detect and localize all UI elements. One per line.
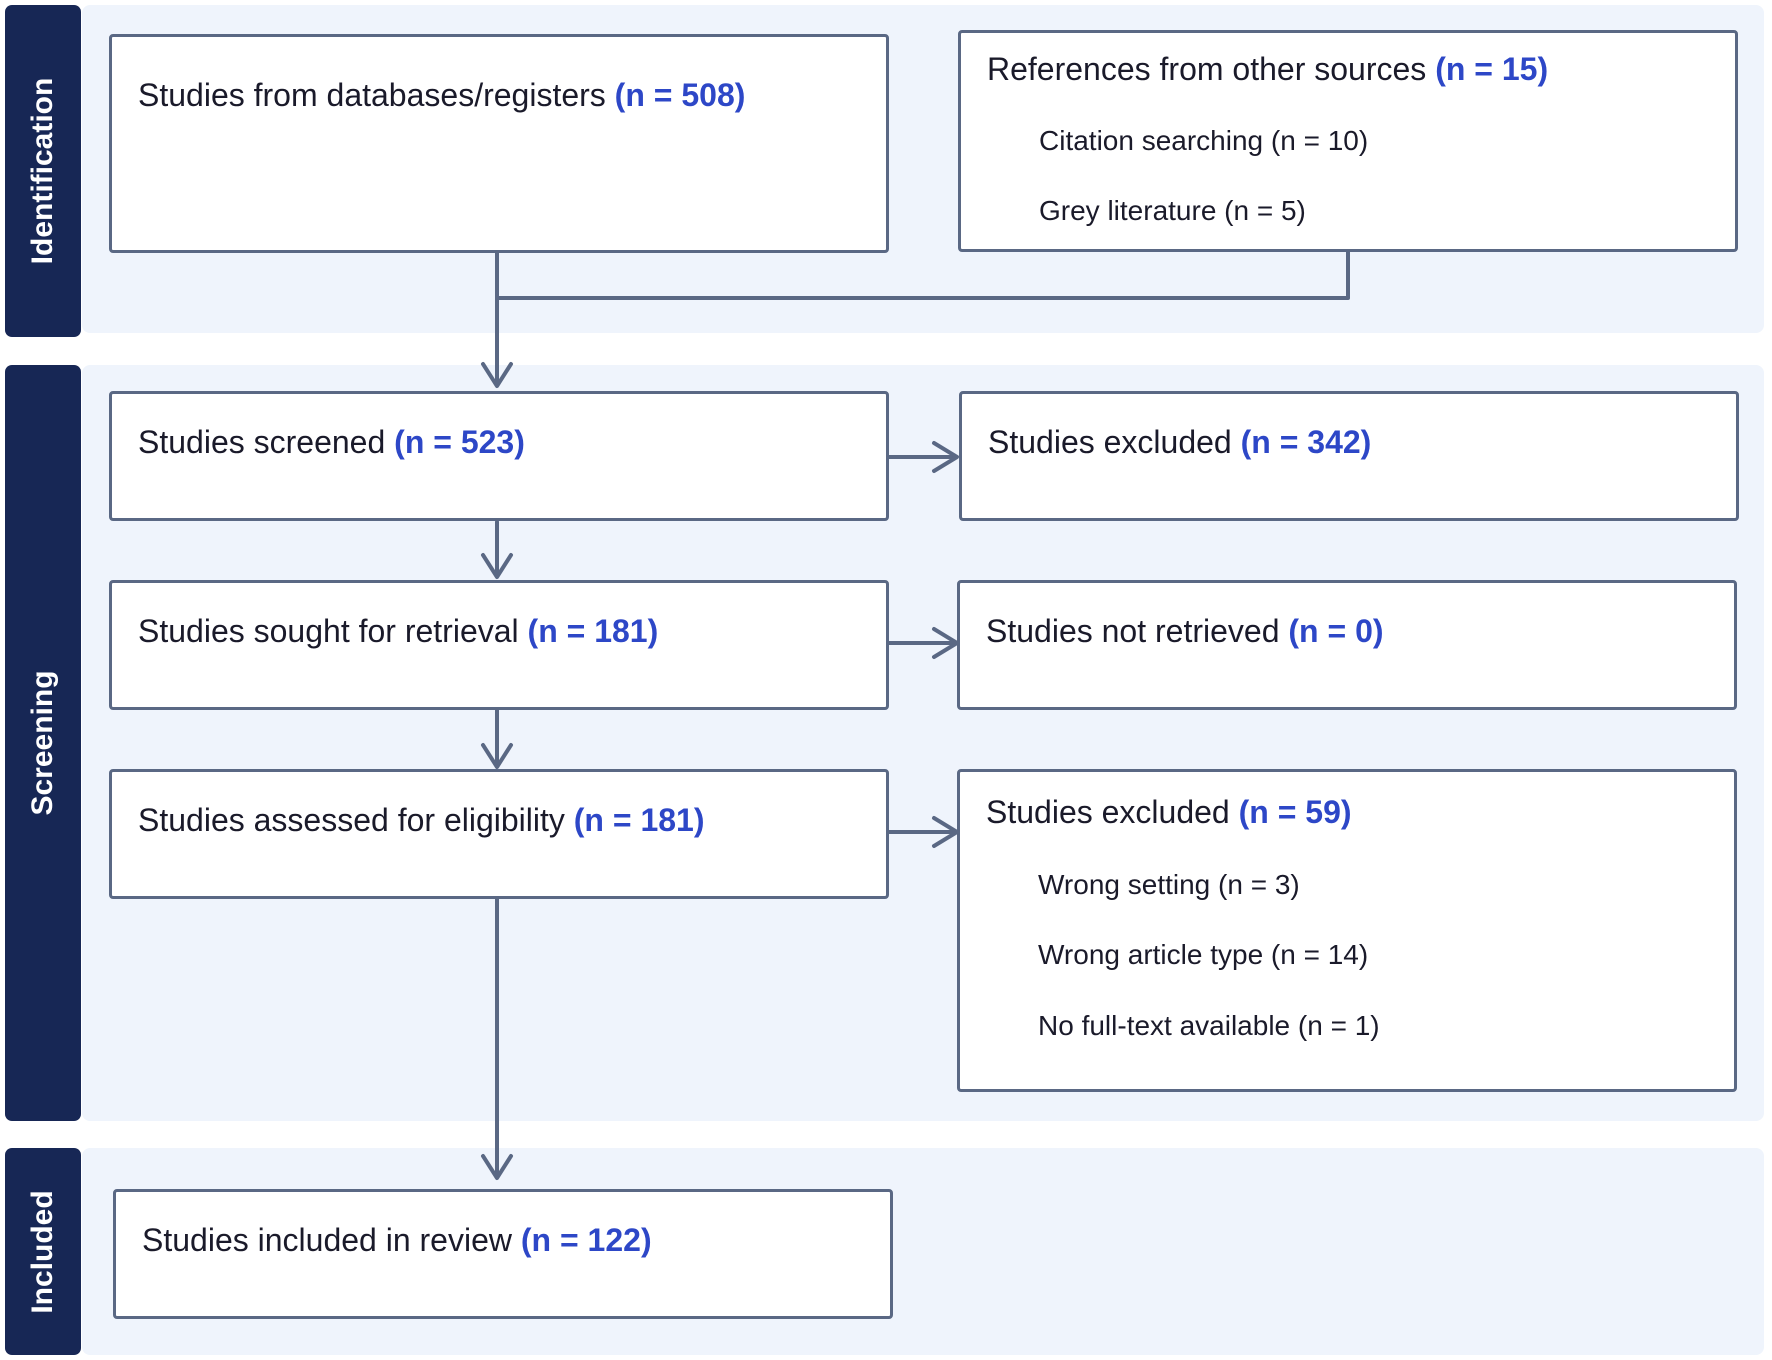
other-sources-item-grey: Grey literature (n = 5) xyxy=(1039,195,1306,226)
screening-label-text: Screening xyxy=(26,670,59,816)
sought-count: (n = 181) xyxy=(527,613,659,649)
assessed-count: (n = 181) xyxy=(573,802,705,838)
not-retrieved-text: Studies not retrieved (n = 0) xyxy=(986,613,1384,650)
excluded-eligibility-box: Studies excluded (n = 59) Wrong setting … xyxy=(957,769,1737,1092)
sought-label: Studies sought for retrieval xyxy=(138,613,519,649)
other-sources-count: (n = 15) xyxy=(1435,51,1549,87)
included-count: (n = 122) xyxy=(520,1222,652,1258)
excluded-screening-text: Studies excluded (n = 342) xyxy=(988,424,1371,461)
excluded-eligibility-label: Studies excluded xyxy=(986,794,1230,830)
not-retrieved-label: Studies not retrieved xyxy=(986,613,1280,649)
included-text: Studies included in review (n = 122) xyxy=(142,1222,652,1259)
databases-box: Studies from databases/registers (n = 50… xyxy=(109,34,889,253)
other-sources-item-citation: Citation searching (n = 10) xyxy=(1039,125,1369,156)
assessed-box: Studies assessed for eligibility (n = 18… xyxy=(109,769,889,899)
excluded-item-no-full-text: No full-text available (n = 1) xyxy=(1038,1010,1380,1041)
screened-text: Studies screened (n = 523) xyxy=(138,424,525,461)
included-label: Included xyxy=(5,1148,81,1355)
assessed-label: Studies assessed for eligibility xyxy=(138,802,565,838)
included-label: Studies included in review xyxy=(142,1222,512,1258)
included-box: Studies included in review (n = 122) xyxy=(113,1189,893,1319)
excluded-item-wrong-setting: Wrong setting (n = 3) xyxy=(1038,869,1300,900)
not-retrieved-count: (n = 0) xyxy=(1288,613,1384,649)
screening-label: Screening xyxy=(5,365,81,1121)
screened-count: (n = 523) xyxy=(394,424,525,460)
included-label-text: Included xyxy=(26,1189,59,1314)
sought-text: Studies sought for retrieval (n = 181) xyxy=(138,613,658,650)
other-sources-label: References from other sources xyxy=(987,51,1427,87)
not-retrieved-box: Studies not retrieved (n = 0) xyxy=(957,580,1737,710)
excluded-screening-count: (n = 342) xyxy=(1240,424,1372,460)
databases-text: Studies from databases/registers (n = 50… xyxy=(138,77,745,114)
excluded-eligibility-text: Studies excluded (n = 59) xyxy=(986,794,1352,831)
screened-label: Studies screened xyxy=(138,424,386,460)
screened-box: Studies screened (n = 523) xyxy=(109,391,889,521)
databases-label: Studies from databases/registers xyxy=(138,77,606,113)
excluded-item-wrong-article-type: Wrong article type (n = 14) xyxy=(1038,939,1369,970)
databases-count: (n = 508) xyxy=(614,77,746,113)
excluded-screening-box: Studies excluded (n = 342) xyxy=(959,391,1739,521)
excluded-screening-label: Studies excluded xyxy=(988,424,1232,460)
other-sources-box: References from other sources (n = 15) C… xyxy=(958,30,1738,252)
identification-label: Identification xyxy=(5,5,81,337)
excluded-eligibility-count: (n = 59) xyxy=(1238,794,1352,830)
other-sources-text: References from other sources (n = 15) xyxy=(987,51,1548,88)
sought-box: Studies sought for retrieval (n = 181) xyxy=(109,580,889,710)
identification-label-text: Identification xyxy=(26,77,59,265)
assessed-text: Studies assessed for eligibility (n = 18… xyxy=(138,802,704,839)
